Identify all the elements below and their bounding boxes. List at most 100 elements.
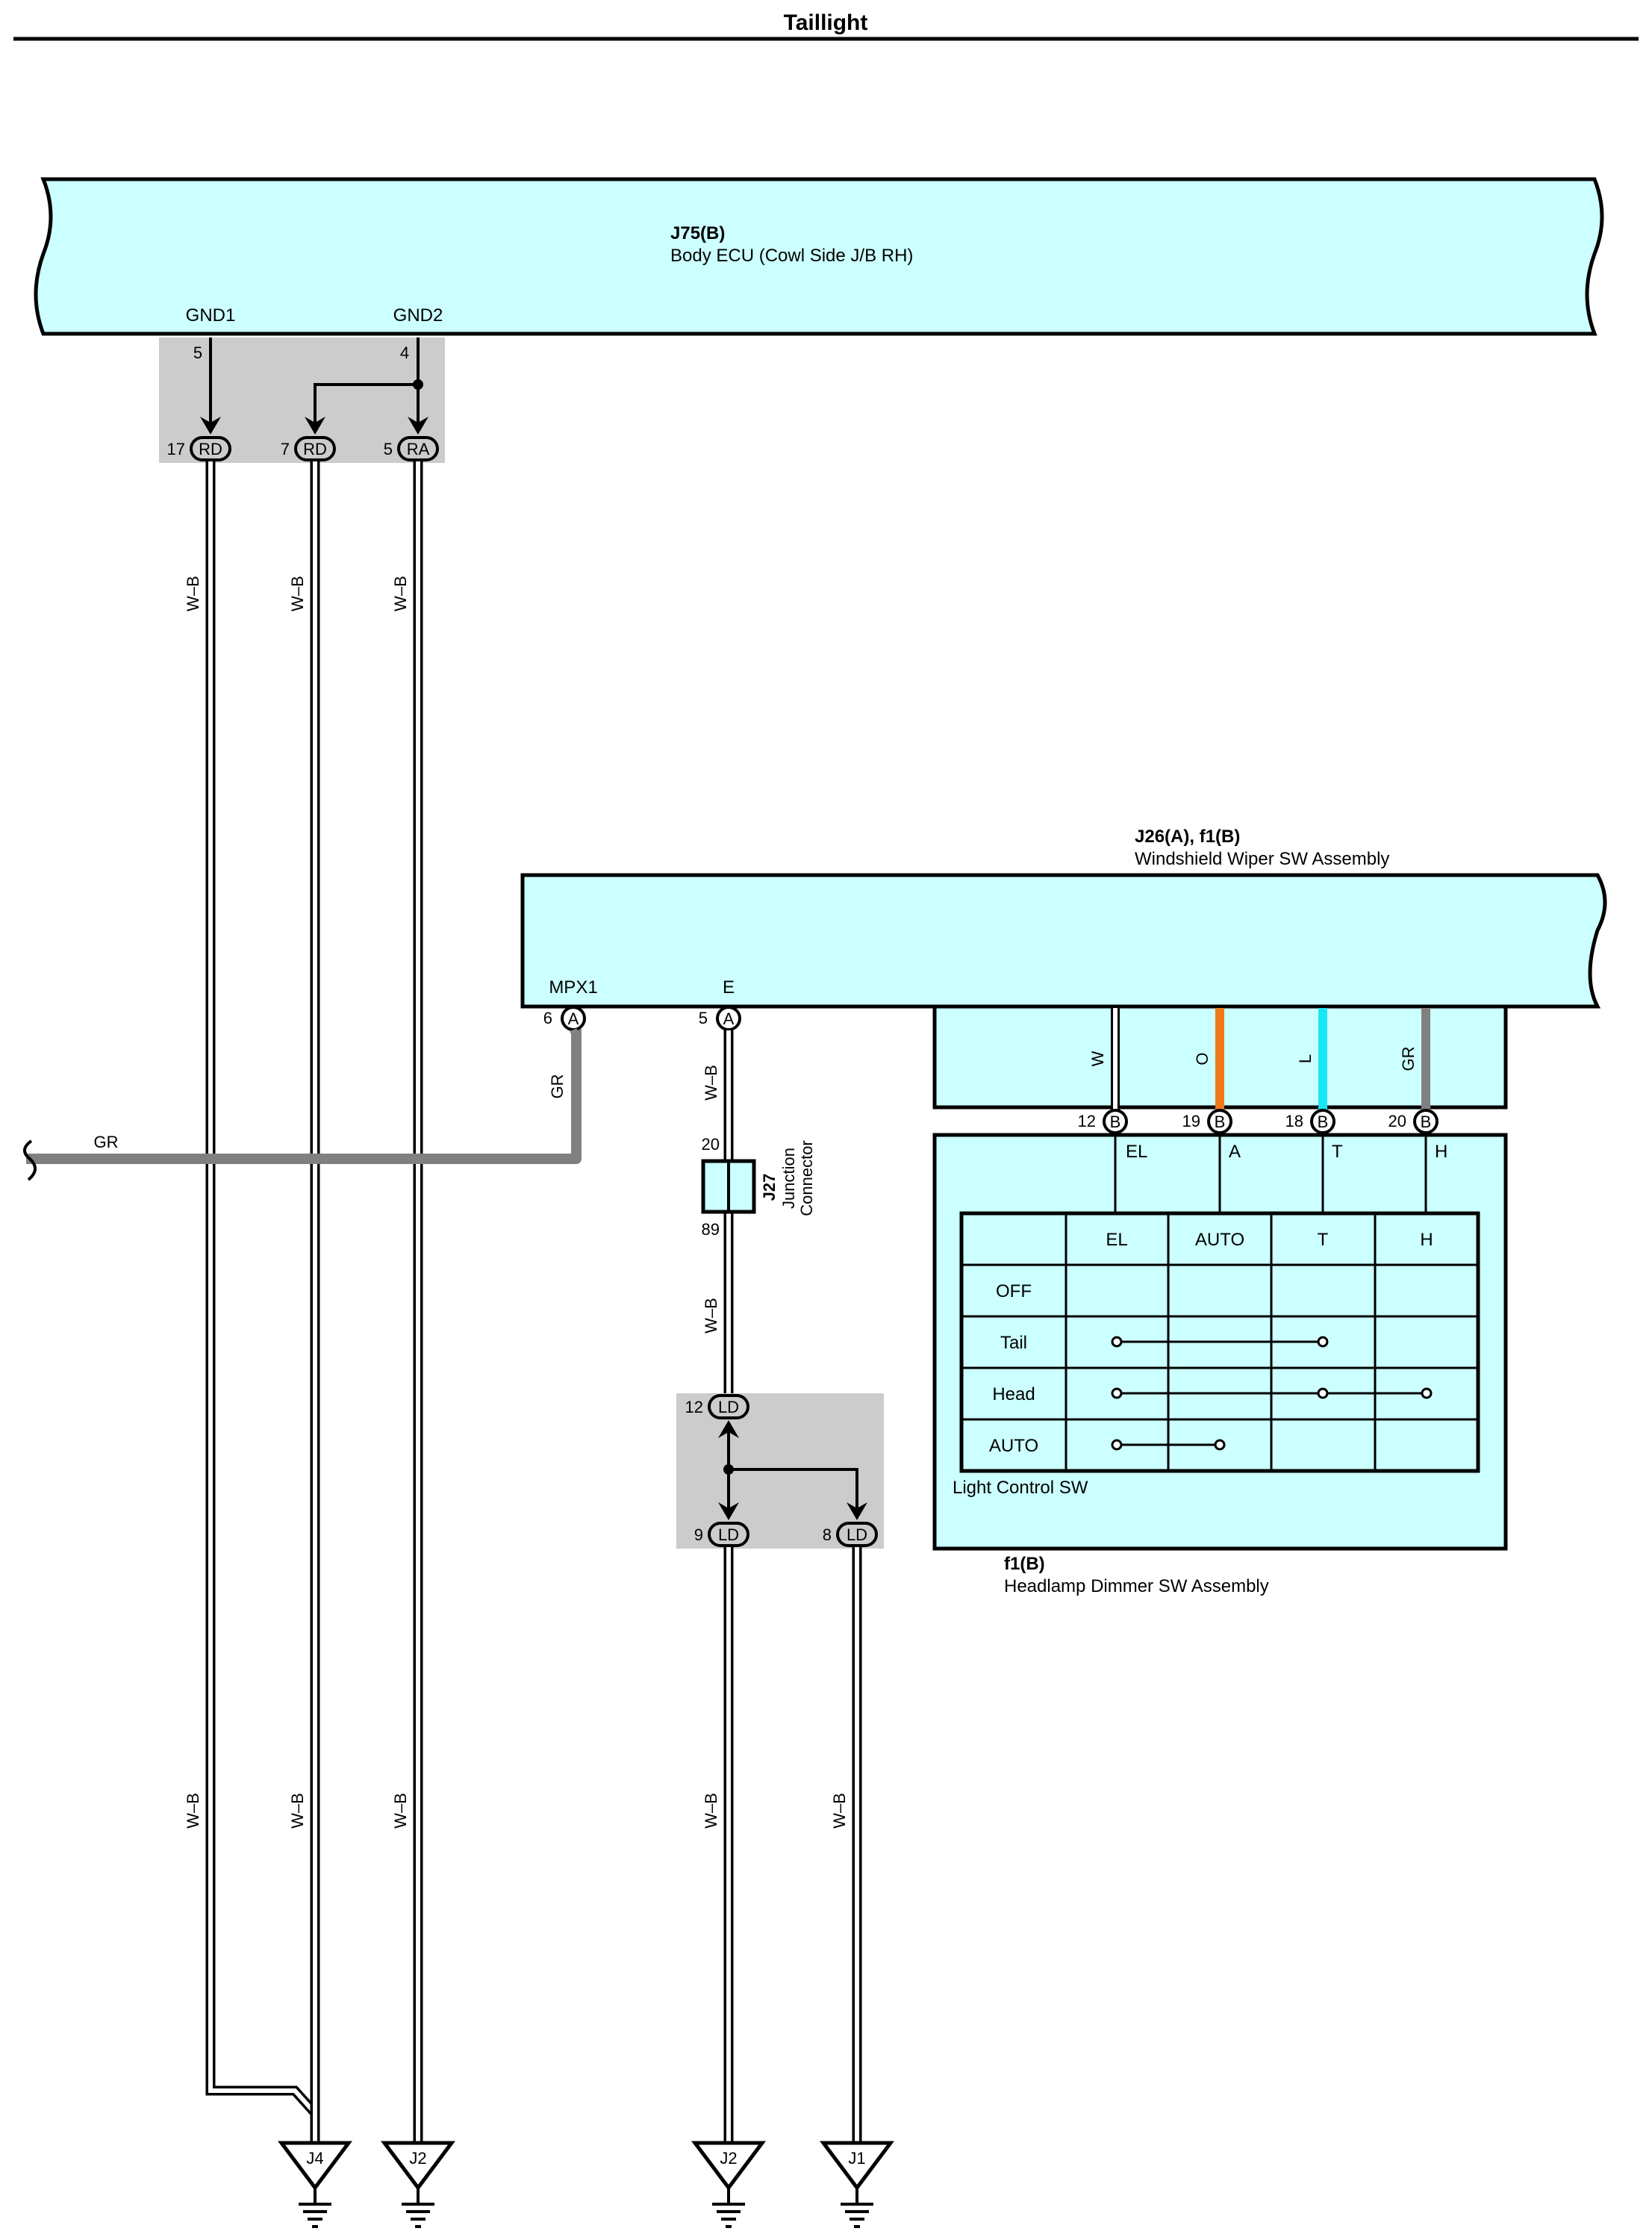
dimmer-pin: 18 B	[1285, 1109, 1335, 1134]
switch-table-header: T	[1318, 1230, 1329, 1250]
wiper-pin-num-e: 5	[699, 1009, 708, 1027]
arrow-head	[408, 417, 428, 435]
wire-label-wb: W–B	[184, 576, 202, 612]
connector-code: RD	[303, 440, 327, 458]
wire-label-wb: W–B	[288, 576, 307, 612]
splice-dot	[723, 1464, 734, 1475]
ecu-pin-label-gnd1: GND1	[186, 305, 236, 326]
dimmer-pin-label: EL	[1126, 1142, 1147, 1162]
dimmer-pin-label: A	[1229, 1142, 1241, 1162]
switch-table-row-label: Head	[992, 1384, 1035, 1404]
ground-symbol: J2	[381, 2141, 455, 2228]
arrow-head	[847, 1502, 867, 1520]
connector-code: LD	[847, 1525, 867, 1544]
gr-wire	[26, 1029, 582, 1164]
junction-code: J27	[760, 1174, 779, 1201]
svg-text:B: B	[1318, 1113, 1329, 1131]
dimmer-pin: 20 B	[1388, 1109, 1439, 1134]
connector-pill	[397, 436, 439, 461]
connector-code: LD	[718, 1525, 739, 1544]
ecu-pin-num-gnd2: 4	[400, 343, 409, 362]
wire-label-wb: W–B	[391, 576, 410, 612]
switch-table-header: EL	[1106, 1230, 1127, 1250]
splice-internal-wire	[729, 1468, 858, 1510]
ground-symbol: J1	[820, 2141, 894, 2228]
dimmer-code: f1(B)	[1004, 1554, 1045, 1574]
wire-label-wb: W–B	[391, 1793, 410, 1829]
switch-table-caption: Light Control SW	[953, 1478, 1088, 1498]
wiper-pin-num-mpx1: 6	[543, 1009, 552, 1027]
wiper-pin-label-e: E	[723, 977, 735, 998]
wiper-pin-label-mpx1: MPX1	[549, 977, 597, 998]
connector-code: A	[723, 1009, 735, 1028]
wire-label-wb: W–B	[288, 1793, 307, 1829]
connector-num: 9	[694, 1525, 703, 1544]
junction-name-line2: Connector	[797, 1140, 816, 1216]
svg-text:J4: J4	[306, 2149, 323, 2168]
inner-wire-label: L	[1296, 1054, 1315, 1063]
wire-label-wb: W–B	[702, 1298, 720, 1334]
dimmer-pin-label: H	[1435, 1142, 1447, 1162]
switch-table-header: H	[1420, 1230, 1433, 1250]
continuity-tail	[1111, 1336, 1329, 1348]
wire-break-icon	[23, 1139, 37, 1181]
ecu-splice-dot	[413, 379, 423, 390]
svg-text:B: B	[1110, 1113, 1121, 1131]
inner-wire-label: W	[1088, 1051, 1107, 1066]
wire-label-wb: W–B	[702, 1065, 720, 1101]
wire-label-gr: GR	[548, 1074, 567, 1099]
connector-circle	[716, 1006, 741, 1031]
arrow-head	[305, 417, 325, 435]
wiper-assembly-code: J26(A), f1(B)	[1135, 827, 1240, 847]
connector-num: 7	[281, 440, 290, 458]
inner-wire-label: GR	[1399, 1047, 1418, 1071]
wiper-assembly-name: Windshield Wiper SW Assembly	[1135, 849, 1389, 869]
switch-table-header: AUTO	[1195, 1230, 1244, 1250]
wb-wire-1	[205, 461, 320, 2169]
inner-wire-label: O	[1193, 1052, 1212, 1065]
dimmer-pin: 12 B	[1078, 1109, 1128, 1134]
arrow-head	[200, 417, 221, 435]
gr-wire-stub	[570, 1028, 580, 1039]
wire-label-wb: W–B	[830, 1793, 849, 1829]
ecu-pin-num-gnd1: 5	[193, 343, 202, 362]
switch-table-row-label: AUTO	[989, 1436, 1038, 1456]
connector-pill	[708, 1522, 749, 1547]
body-ecu-name: Body ECU (Cowl Side J/B RH)	[670, 246, 913, 266]
connector-num: 17	[167, 440, 185, 458]
connector-code: RD	[199, 440, 222, 458]
wire-label-wb: W–B	[184, 1793, 202, 1829]
svg-text:B: B	[1215, 1113, 1226, 1131]
continuity-head	[1111, 1387, 1433, 1399]
switch-table	[959, 1211, 1480, 1473]
svg-text:B: B	[1421, 1113, 1432, 1131]
connector-num: 5	[384, 440, 393, 458]
connector-pill	[190, 436, 231, 461]
ecu-internal-wire	[314, 383, 418, 424]
dimmer-name: Headlamp Dimmer SW Assembly	[1004, 1576, 1269, 1596]
junction-name-line1: Junction	[779, 1148, 798, 1209]
wiper-assembly-box	[520, 873, 1607, 1009]
svg-text:18: 18	[1285, 1112, 1303, 1130]
ground-symbol: J4	[278, 2141, 352, 2228]
svg-text:19: 19	[1182, 1112, 1200, 1130]
body-ecu-code: J75(B)	[670, 223, 725, 243]
dimmer-pin: 19 B	[1182, 1109, 1232, 1134]
svg-text:J2: J2	[409, 2149, 426, 2168]
connector-pill	[294, 436, 336, 461]
wire-label-wb: W–B	[702, 1793, 720, 1829]
body-ecu-box	[34, 177, 1604, 336]
svg-text:J2: J2	[720, 2149, 737, 2168]
switch-table-row-label: OFF	[996, 1281, 1032, 1301]
wire-label-gr: GR	[94, 1133, 119, 1151]
connector-code: A	[568, 1009, 579, 1028]
continuity-auto	[1111, 1439, 1226, 1451]
connector-num: 12	[685, 1398, 703, 1416]
connector-code: RA	[407, 440, 430, 458]
ecu-pin-label-gnd2: GND2	[393, 305, 443, 326]
connector-num: 8	[823, 1525, 832, 1544]
dimmer-pin-label: T	[1332, 1142, 1343, 1162]
connector-pill	[836, 1522, 878, 1547]
switch-table-row-label: Tail	[1000, 1333, 1027, 1353]
